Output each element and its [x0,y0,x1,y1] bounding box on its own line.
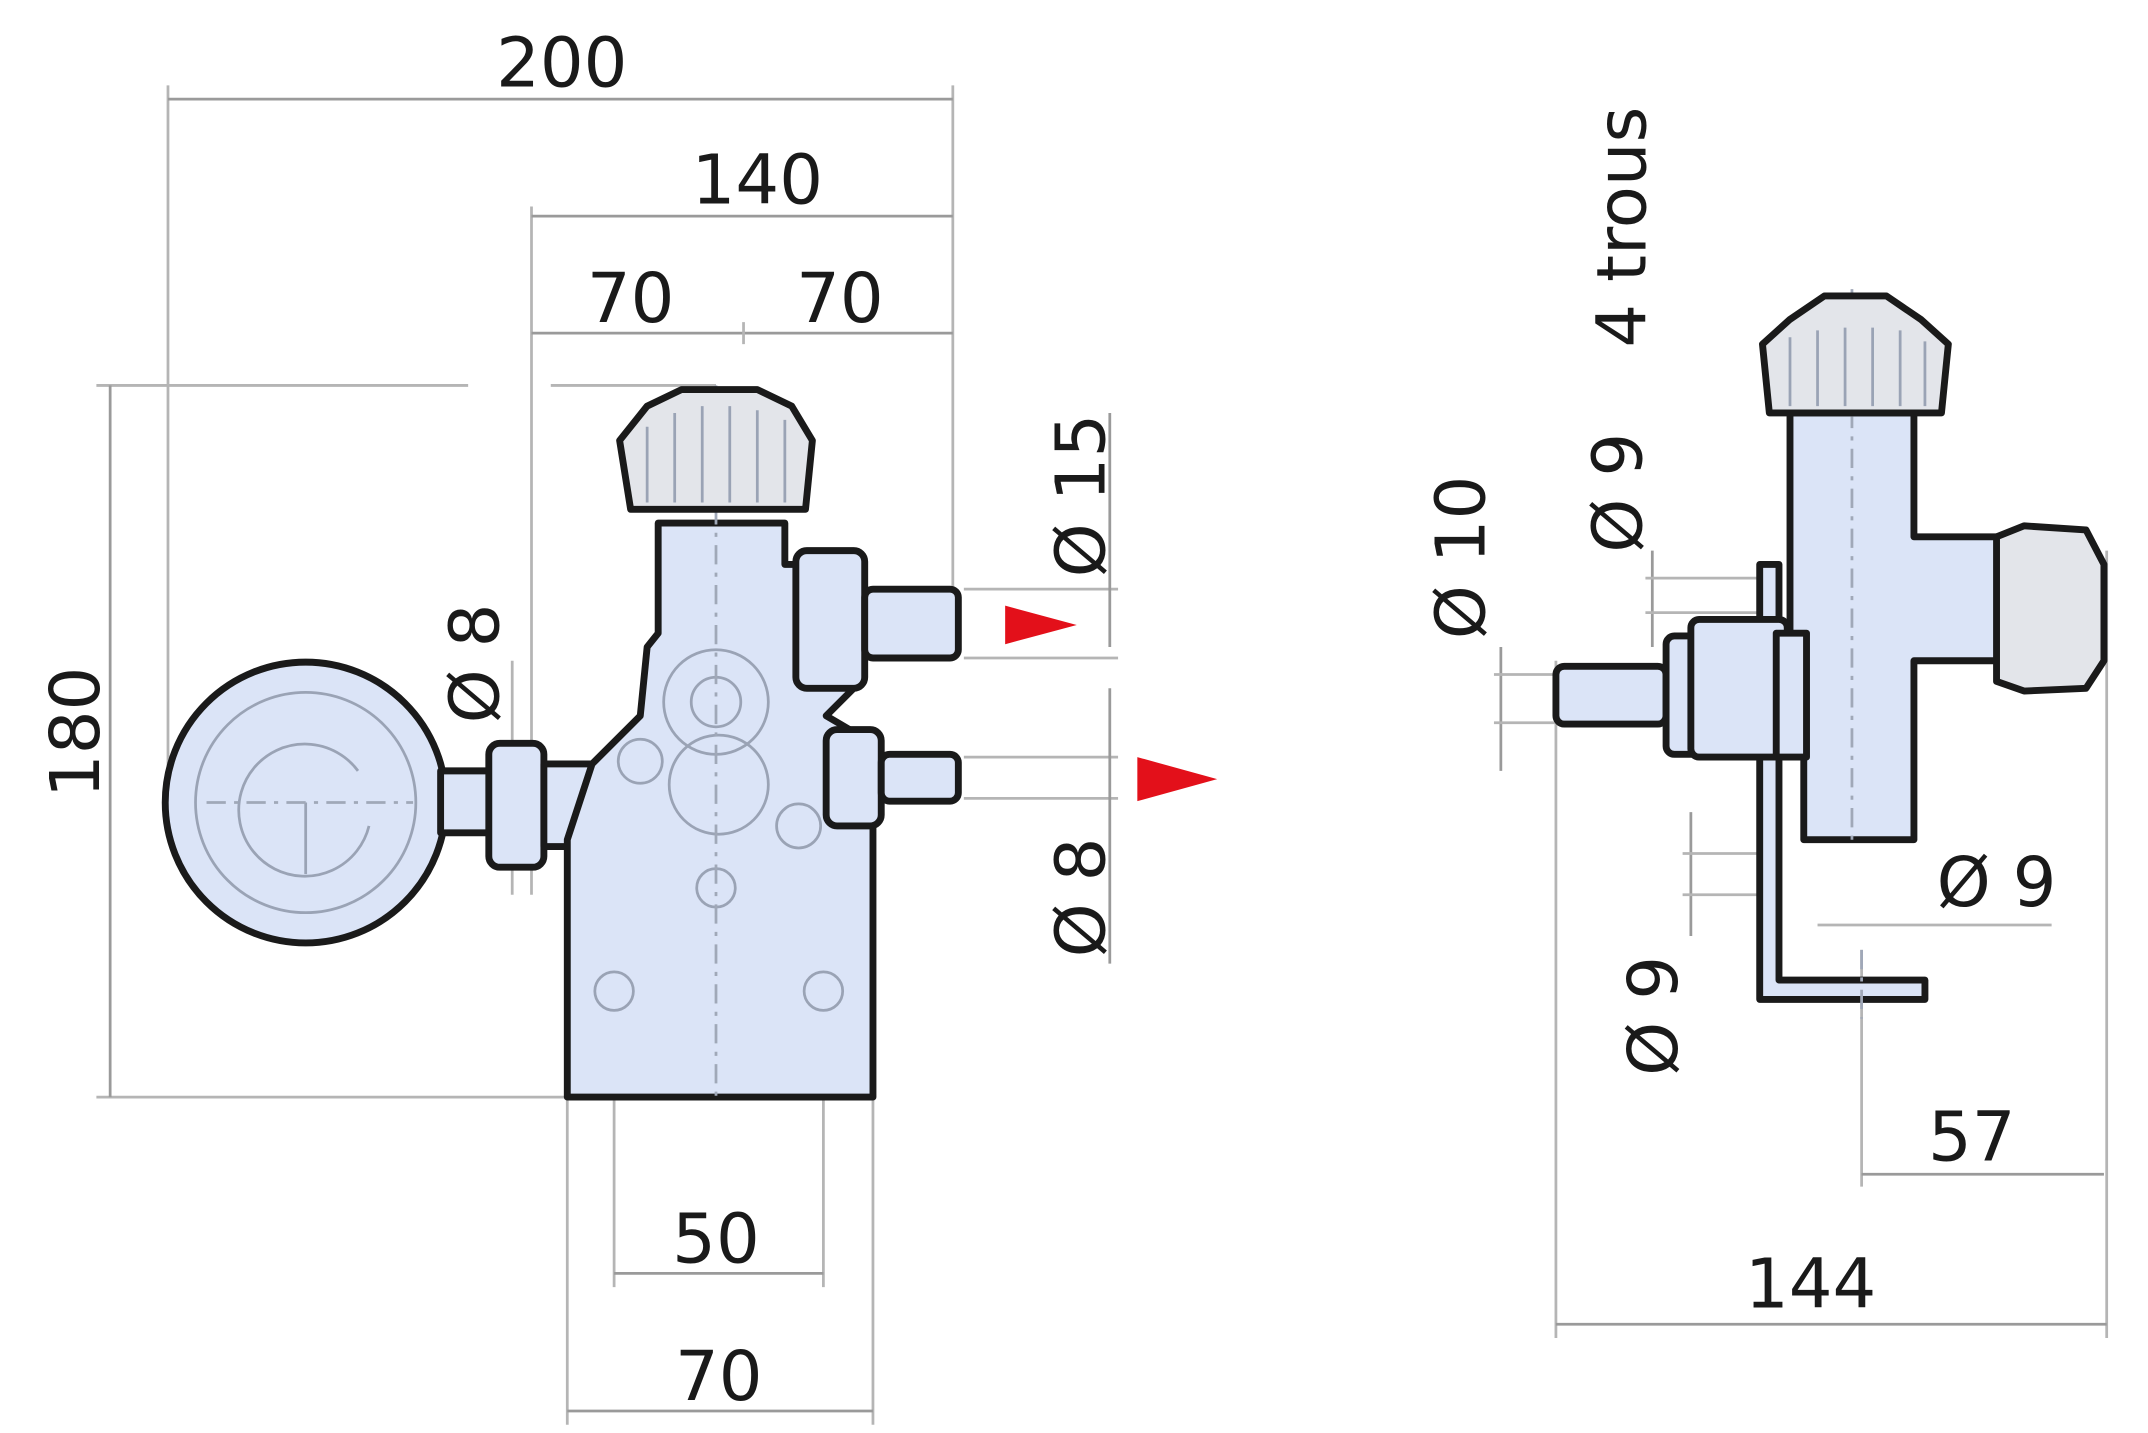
mounting-hole [593,970,635,1012]
dim-overall-width: 200 [496,24,627,104]
dim-inlet: Ø 10 [1421,476,1501,640]
dim-bracket-offset: 57 [1928,1097,2016,1177]
inlet [1552,662,1670,728]
dim-base-width: 70 [675,1337,763,1417]
outlet-top [861,585,962,662]
dim-outlet-span: 140 [692,141,823,221]
dim-right-half: 70 [796,259,884,339]
flow-arrow-icon [1005,605,1077,645]
side-view: 4 trous Ø 9 Ø 10 Ø 9 Ø 9 57 144 [1421,107,2109,1339]
adjustment-knob [616,386,816,513]
dim-outlet-top: Ø 15 [1041,414,1121,578]
dim-hole-diameter-top: Ø 9 [1578,433,1658,553]
flow-arrow-icon [1137,757,1218,802]
dimension-lines [1493,550,2109,1339]
outlet-bottom [877,750,962,805]
mounting-bracket [1756,560,1929,1003]
gauge-arrow-icon [237,742,371,878]
dim-left-half: 70 [587,259,675,339]
dim-overall-depth: 144 [1745,1245,1876,1325]
side-knob [1993,522,2108,695]
dimension-lines [96,85,1119,1425]
dim-hole-diameter-right: Ø 9 [1937,843,2057,923]
adjustment-knob-side [1759,292,1952,417]
note-holes: 4 trous [1582,107,1662,348]
mounting-hole [802,970,845,1012]
dim-gauge-connection: Ø 8 [435,604,515,724]
dim-hole-diameter-bottom: Ø 9 [1614,956,1694,1076]
dim-outlet-bottom: Ø 8 [1041,838,1121,958]
dim-hole-spacing: 50 [672,1199,760,1279]
front-view: 200 140 70 70 180 Ø 8 Ø 15 Ø 8 50 70 [36,24,1218,1425]
valve-body-side [1786,409,2014,844]
dim-height: 180 [36,667,116,798]
